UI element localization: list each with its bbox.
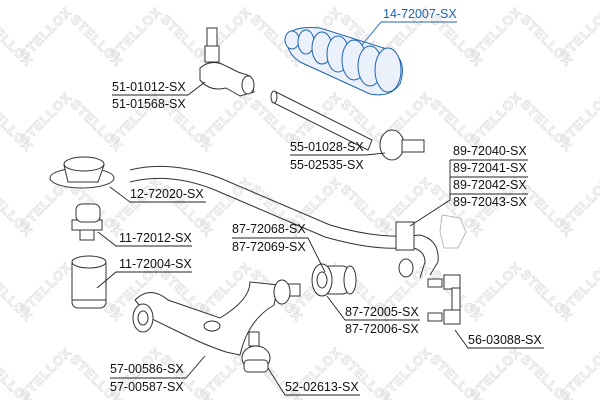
watermark-text: STELLOX <box>557 4 600 62</box>
watermark-text: STELLOX <box>107 174 165 232</box>
part-label[interactable]: 89-72043-SX <box>453 195 527 209</box>
watermark-text: STELLOX <box>107 4 165 62</box>
part-label[interactable]: 89-72040-SX <box>453 144 527 158</box>
small-bushing-drawing <box>71 203 103 241</box>
stabilizer-bar-drawing <box>129 165 467 279</box>
control-arm-drawing <box>132 279 301 356</box>
part-label[interactable]: 56-03088-SX <box>468 333 542 347</box>
tie-rod-end-drawing <box>199 27 255 97</box>
watermark-text: STELLOX <box>467 4 525 62</box>
part-label[interactable]: 87-72068-SX <box>232 222 306 236</box>
watermark-text: STELLOX <box>557 344 600 400</box>
part-label[interactable]: 89-72042-SX <box>453 178 527 192</box>
watermark-text: STELLOX <box>467 259 525 317</box>
watermark-text: STELLOX <box>17 344 75 400</box>
part-label[interactable]: 57-00587-SX <box>110 380 184 394</box>
part-label[interactable]: 11-72004-SX <box>119 257 192 271</box>
part-label[interactable]: 57-00586-SX <box>110 362 184 376</box>
part-label[interactable]: 11-72012-SX <box>119 231 192 245</box>
part-label[interactable]: 14-72007-SX <box>383 7 457 21</box>
ball-joint-drawing <box>241 331 271 373</box>
part-label[interactable]: 87-72006-SX <box>345 322 419 336</box>
watermark-text: STELLOX <box>17 4 75 62</box>
watermark-text: STELLOX <box>377 344 435 400</box>
part-label[interactable]: 55-01028-SX <box>290 140 364 154</box>
part-label[interactable]: 87-72069-SX <box>232 240 306 254</box>
part-label[interactable]: 12-72020-SX <box>130 187 204 201</box>
leader-lines <box>96 21 544 396</box>
watermark-text: STELLOX <box>17 259 75 317</box>
watermark-text: STELLOX <box>557 259 600 317</box>
watermark-text: STELLOX <box>17 89 75 147</box>
watermark-text: STELLOX <box>197 89 255 147</box>
watermark-text: STELLOX <box>467 344 525 400</box>
part-label[interactable]: 51-01568-SX <box>112 97 186 111</box>
large-bushing-drawing <box>71 255 107 309</box>
inner-tie-rod-drawing <box>270 90 425 161</box>
part-label[interactable]: 89-72041-SX <box>453 161 527 175</box>
arm-bushing-drawing <box>311 263 357 297</box>
stabilizer-link-drawing <box>427 274 461 325</box>
strut-mount-drawing <box>49 156 115 189</box>
watermark-text: STELLOX <box>467 89 525 147</box>
watermark-text: STELLOX <box>557 174 600 232</box>
part-label[interactable]: 51-01012-SX <box>112 80 186 94</box>
steering-boot-drawing <box>284 27 403 96</box>
part-label[interactable]: 55-02535-SX <box>290 158 364 172</box>
part-label[interactable]: 52-02613-SX <box>285 380 359 394</box>
watermark-text: STELLOX <box>557 89 600 147</box>
part-label[interactable]: 87-72005-SX <box>345 305 419 319</box>
